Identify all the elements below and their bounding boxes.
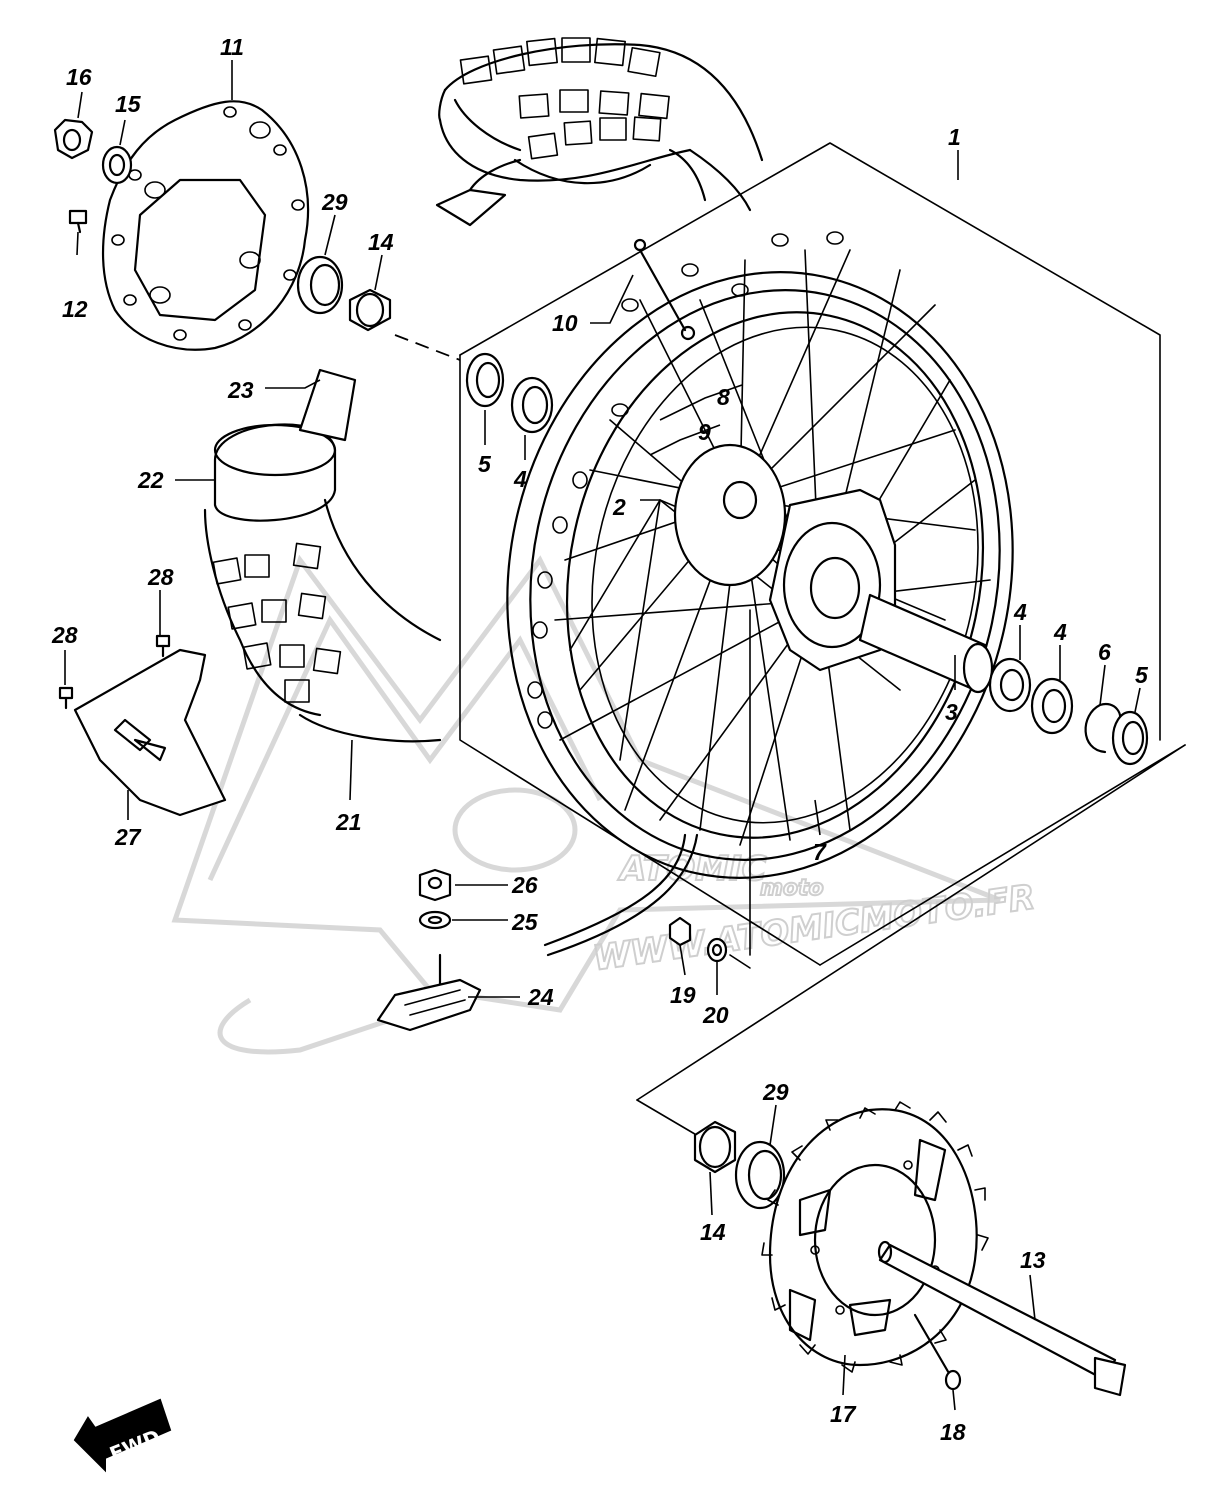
callout-22: 22 <box>137 467 164 493</box>
callout-17: 17 <box>830 1401 857 1427</box>
callout-9: 9 <box>698 419 711 445</box>
callout-28-lower: 28 <box>51 622 78 648</box>
callout-4-left: 4 <box>513 466 527 492</box>
rear-wheel <box>506 231 1014 957</box>
sprocket-assembly <box>636 744 1186 1397</box>
tire-section <box>435 37 764 227</box>
callout-14-bottom: 14 <box>700 1219 726 1245</box>
callout-6: 6 <box>1098 639 1111 665</box>
callout-14-top: 14 <box>368 229 394 255</box>
callout-28-upper: 28 <box>147 564 174 590</box>
callout-7: 7 <box>813 839 827 865</box>
callout-11: 11 <box>220 34 244 60</box>
callout-5-right: 5 <box>1135 662 1149 688</box>
callout-5-left: 5 <box>478 451 492 477</box>
callout-10: 10 <box>552 310 578 336</box>
callout-24: 24 <box>527 984 554 1010</box>
leader-lines <box>64 60 1141 1411</box>
watermark-brand-text: moto <box>760 876 824 901</box>
callout-13: 13 <box>1020 1247 1046 1273</box>
disc-guard <box>58 634 227 817</box>
callout-labels: 1 2 3 4 4 4 5 5 6 7 8 9 10 11 12 13 14 1… <box>51 34 1149 1445</box>
inner-tube <box>203 368 442 743</box>
right-bearings <box>988 657 1149 766</box>
callout-8: 8 <box>717 384 730 410</box>
left-bearings <box>465 352 554 434</box>
brake-disc <box>101 100 310 351</box>
callout-21: 21 <box>335 809 362 835</box>
callout-26: 26 <box>511 872 538 898</box>
callout-3: 3 <box>945 699 958 725</box>
callout-27: 27 <box>114 824 142 850</box>
callout-25: 25 <box>511 909 539 935</box>
rim-lock-parts <box>376 609 751 1032</box>
callout-18: 18 <box>940 1419 966 1445</box>
callout-29-bottom: 29 <box>762 1079 789 1105</box>
callout-2: 2 <box>612 494 626 520</box>
callout-19: 19 <box>670 982 696 1008</box>
fwd-arrow: FWD <box>73 1398 172 1473</box>
callout-4-right-b: 4 <box>1053 619 1067 645</box>
callout-12: 12 <box>62 296 88 322</box>
callout-20: 20 <box>702 1002 729 1028</box>
callout-15: 15 <box>115 91 142 117</box>
callout-1: 1 <box>948 124 961 150</box>
callout-23: 23 <box>227 377 254 403</box>
wheel-assembly-box <box>459 142 1186 966</box>
callout-4-right-a: 4 <box>1013 599 1027 625</box>
callout-16: 16 <box>66 64 92 90</box>
callout-29-top: 29 <box>321 189 348 215</box>
small-hardware-top-left <box>53 118 461 361</box>
